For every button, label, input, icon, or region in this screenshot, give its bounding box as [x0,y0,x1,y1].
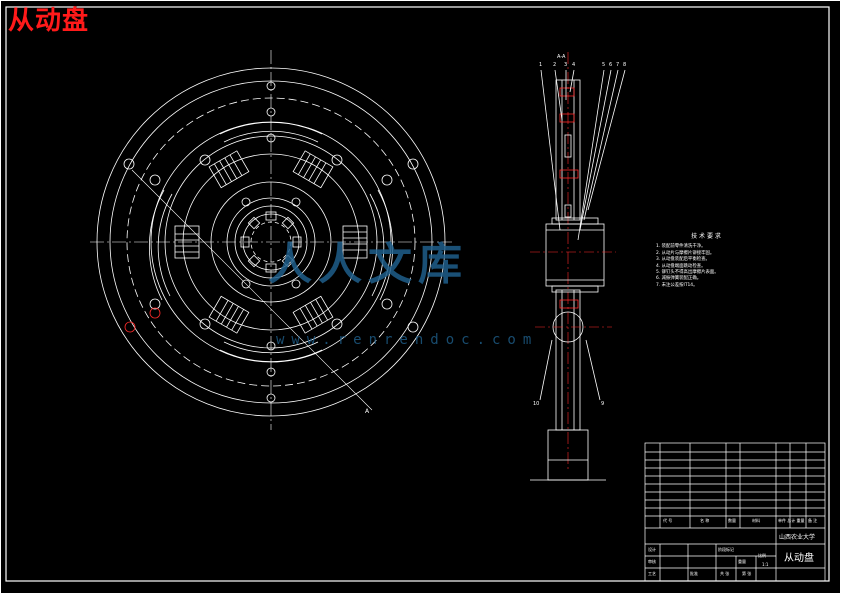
tech-req-item: 5. 铆钉头不得高出摩擦片表面。 [656,270,719,276]
approve-label: 批准 [690,571,698,576]
svg-text:5: 5 [602,62,605,68]
col-remarks-label: 备 注 [808,518,818,523]
section-view: A-A [530,52,626,481]
svg-text:A-A: A-A [557,54,566,60]
tech-req-heading: 技 术 要 求 [691,233,721,240]
svg-text:1: 1 [539,62,542,68]
technical-requirements: 技 术 要 求 1. 装配前零件清洗干净。 2. 从动片与摩擦片铆接牢固。 3.… [656,233,776,289]
designer-label: 设计 [648,547,656,552]
tech-req-item: 2. 从动片与摩擦片铆接牢固。 [656,250,715,256]
sheet-number-label: 第 张 [742,571,752,576]
svg-text:9: 9 [601,401,604,407]
tech-req-item: 6. 减振弹簧装配正确。 [656,276,702,282]
svg-text:8: 8 [623,62,626,68]
drawing-title: 从动盘 [8,6,90,36]
reviewer-label: 审核 [648,559,656,564]
section-line [131,169,373,411]
drawing-border [5,6,830,582]
svg-text:A: A [365,408,370,415]
weight-label: 重量 [738,559,746,564]
tech-req-item: 4. 从动盘端面跳动检查。 [656,263,706,269]
school-name: 山西农业大学 [779,534,816,541]
col-code-label: 代 号 [663,518,673,523]
sheet-total-label: 共 张 [720,571,730,576]
svg-text:6: 6 [609,62,612,68]
col-qty-label: 数量 [728,518,736,523]
title-block [644,442,826,582]
tech-req-item: 1. 装配前零件清洗干净。 [656,244,706,250]
svg-text:3: 3 [564,62,567,68]
col-weight-label: 单件 总计 重量 [778,518,805,523]
stage-mark-label: 阶段标记 [718,547,734,552]
part-name: 从动盘 [784,553,814,564]
svg-text:7: 7 [616,62,619,68]
col-material-label: 材料 [752,518,760,523]
svg-text:4: 4 [572,62,575,68]
scale-value: 1:1 [762,562,769,567]
front-view: A [90,50,452,430]
svg-text:10: 10 [533,401,539,407]
tech-req-item: 7. 未注公差按IT14。 [656,282,698,288]
ratio-label: 比例 [758,553,766,558]
process-label: 工艺 [648,571,656,576]
svg-text:2: 2 [553,62,556,68]
tech-req-item: 3. 从动盘装配后平衡检查。 [656,257,710,263]
col-name-label: 名 称 [700,518,710,523]
